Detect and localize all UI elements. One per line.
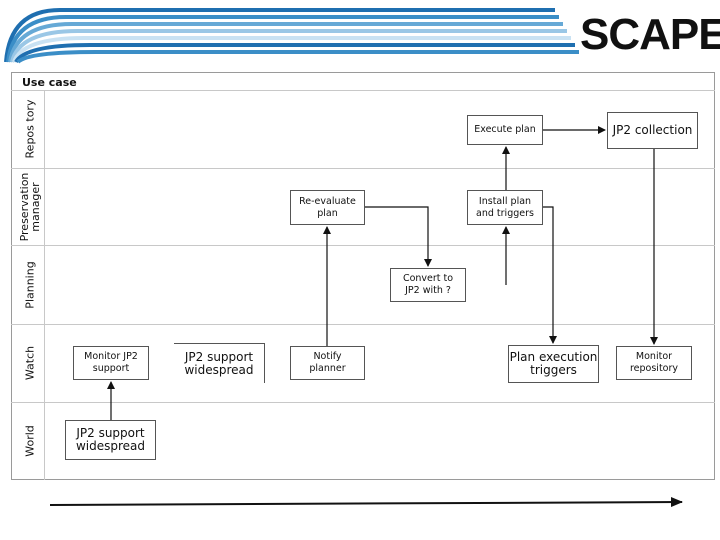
logo-stripe [4, 8, 555, 63]
re-evaluate-plan-box: Re-evaluate plan [290, 190, 365, 225]
lane-divider [11, 402, 715, 403]
execute-plan-box: Execute plan [467, 115, 543, 145]
lane-divider [11, 168, 715, 169]
install-plan-and-triggers-box: Install plan and triggers [467, 190, 543, 225]
jp2-support-widespread-watch-box: JP2 support widespread [174, 343, 265, 383]
logo-stripe [6, 15, 559, 63]
jp2-collection-box: JP2 collection [607, 112, 698, 149]
lane-divider [11, 245, 715, 246]
convert-to-jp2-box: Convert to JP2 with ? [390, 268, 466, 302]
arrow-install-to-triggers [543, 206, 557, 344]
arrow-reevaluate-to-convert [365, 206, 432, 267]
lane-divider [11, 324, 715, 325]
logo-stripe [16, 50, 579, 64]
logo-stripe [10, 29, 567, 63]
lane-label-column-divider [44, 90, 45, 480]
scape-logo-text: SCAPE [580, 10, 720, 59]
logo-stripe [12, 36, 571, 63]
jp2-support-widespread-world-box: JP2 support widespread [65, 420, 156, 460]
logo-stripe [8, 22, 563, 63]
monitor-repository-box: Monitor repository [616, 346, 692, 380]
scape-logo-stripes [4, 8, 579, 64]
logo-stripe [14, 43, 575, 64]
use-case-diagram-frame [11, 72, 715, 480]
lane-divider [11, 90, 715, 91]
plan-execution-triggers-box: Plan execution triggers [508, 345, 599, 383]
monitor-jp2-support-box: Monitor JP2 support [73, 346, 149, 380]
notify-planner-box: Notify planner [290, 346, 365, 380]
diagram-title: Use case [22, 76, 77, 89]
